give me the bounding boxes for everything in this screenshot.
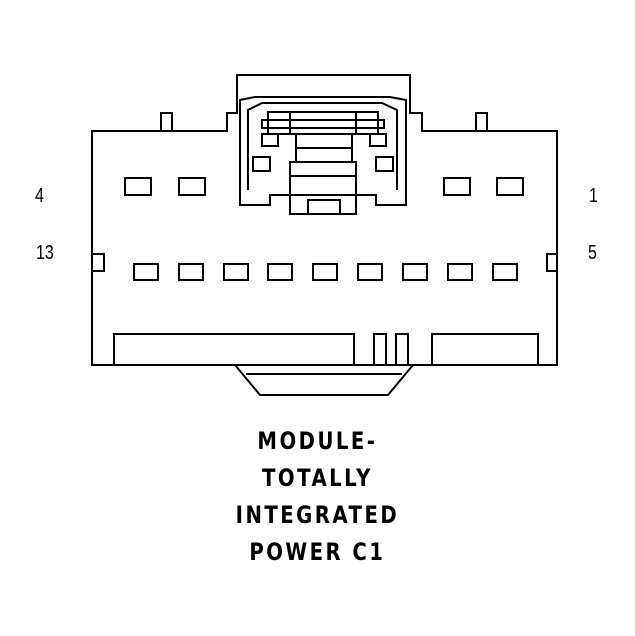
connector-body-outline — [91, 74, 558, 366]
cavity-row1-2 — [178, 177, 206, 196]
side-tab-left — [91, 253, 105, 272]
pin-label-4: 4 — [35, 185, 44, 207]
top-tab-right — [475, 112, 488, 132]
cavity-row2-9 — [492, 263, 518, 281]
cavity-row2-6 — [357, 263, 383, 281]
bottom-post-left — [373, 333, 387, 366]
latch-bar-mid — [261, 119, 385, 129]
caption-line-2: TOTALLY — [262, 464, 373, 492]
caption-line-3: INTEGRATED — [235, 501, 400, 529]
cavity-row2-3 — [223, 263, 249, 281]
latch-housing — [239, 96, 407, 206]
cavity-row2-2 — [178, 263, 204, 281]
latch-slot-left — [261, 133, 279, 147]
cavity-row2-5 — [312, 263, 338, 281]
latch-plunger — [289, 161, 357, 215]
pin-label-5: 5 — [588, 242, 597, 264]
cavity-row2-7 — [402, 263, 428, 281]
latch-slot-right — [369, 133, 387, 147]
latch-guide-right — [375, 156, 394, 172]
latch-bar-top — [267, 111, 379, 135]
cavity-row1-4 — [496, 177, 524, 196]
cavity-row1-3 — [443, 177, 471, 196]
cavity-row2-8 — [447, 263, 473, 281]
cavity-row2-1 — [133, 263, 159, 281]
latch-guide-left — [252, 156, 271, 172]
caption-line-4: POWER C1 — [249, 538, 386, 566]
pin-label-1: 1 — [589, 185, 598, 207]
bottom-post-right — [395, 333, 409, 366]
latch-inner-frame — [247, 102, 398, 190]
bottom-key — [234, 364, 414, 396]
top-tab-left — [160, 112, 173, 132]
latch-plunger-slot — [307, 199, 341, 215]
bottom-slot-right — [431, 333, 539, 365]
side-tab-right — [546, 253, 558, 272]
bottom-slot-left — [113, 333, 355, 365]
caption-line-1: MODULE- — [257, 427, 378, 455]
cavity-row1-1 — [124, 177, 152, 196]
pin-label-13: 13 — [36, 242, 54, 264]
cavity-row2-4 — [267, 263, 293, 281]
